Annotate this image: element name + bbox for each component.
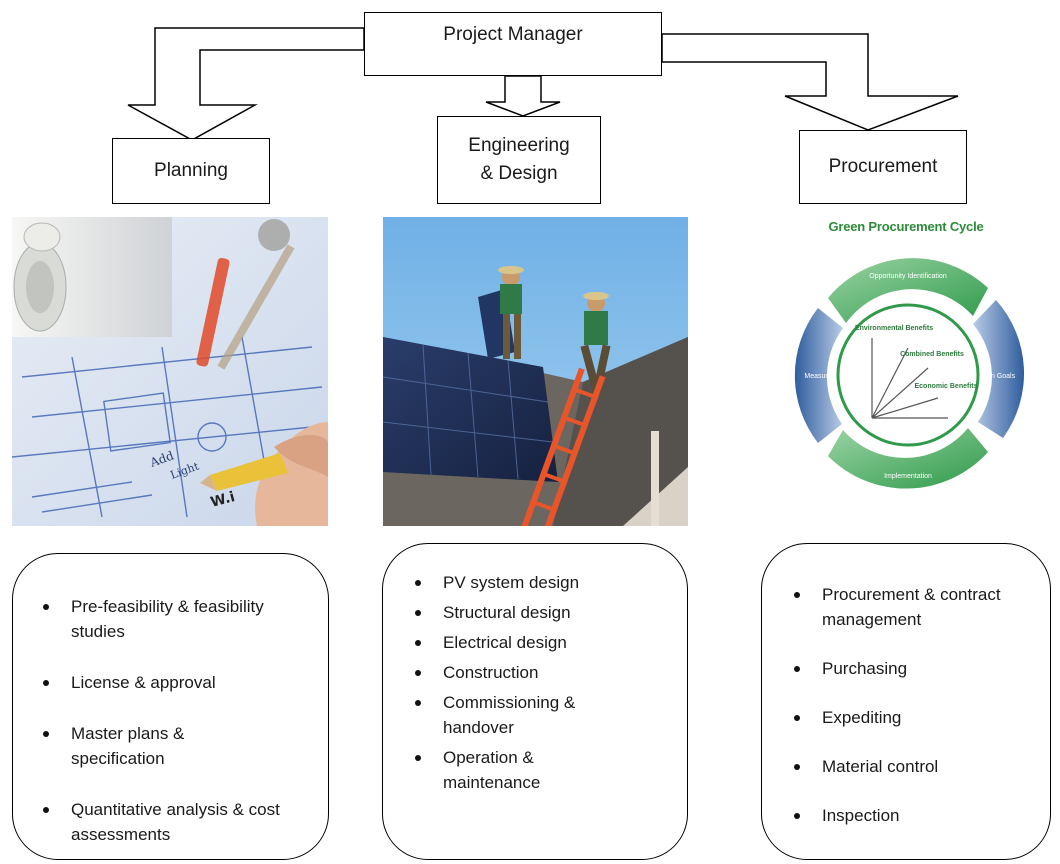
procurement-task-list: Procurement & contract management Purcha… <box>762 582 1050 828</box>
engineering-task-list: PV system design Structural design Elect… <box>383 570 687 795</box>
list-item: Quantitative analysis & cost assessments <box>13 797 328 847</box>
arrow-to-engineering <box>485 75 561 117</box>
arrow-to-procurement <box>661 33 959 131</box>
list-item: Operation & maintenance <box>383 745 687 795</box>
list-item: Inspection <box>762 803 1050 828</box>
project-manager-box: Project Manager <box>364 12 662 76</box>
list-item: Procurement & contract management <box>762 582 1050 632</box>
cycle-title: Green Procurement Cycle <box>828 219 984 234</box>
stage-measure: Measure <box>804 373 831 380</box>
project-manager-label: Project Manager <box>443 24 583 45</box>
stage-plan-goals: Plan Goals <box>981 373 1016 380</box>
planning-box: Planning <box>112 138 270 204</box>
center-label-environmental: Environmental Benefits <box>855 325 933 332</box>
arrow-to-planning <box>127 27 365 141</box>
list-item: License & approval <box>13 670 328 695</box>
list-item: PV system design <box>383 570 687 595</box>
center-label-economic: Economic Benefits <box>914 383 977 390</box>
planning-tasks-box: Pre-feasibility & feasibility studies Li… <box>12 553 329 860</box>
list-item: Purchasing <box>762 656 1050 681</box>
stage-implementation: Implementation <box>884 473 932 480</box>
list-item: Structural design <box>383 600 687 625</box>
planning-task-list: Pre-feasibility & feasibility studies Li… <box>13 594 328 847</box>
planning-label: Planning <box>154 160 228 181</box>
svg-text:W.i: W.i <box>209 489 237 511</box>
stage-opportunity: Opportunity Identification <box>869 273 947 280</box>
list-item: Electrical design <box>383 630 687 655</box>
list-item: Pre-feasibility & feasibility studies <box>13 594 328 644</box>
list-item: Construction <box>383 660 687 685</box>
list-item: Material control <box>762 754 1050 779</box>
engineering-box: Engineering & Design <box>437 116 601 204</box>
center-label-combined: Combined Benefits <box>900 351 964 358</box>
planning-photo: Add Light W.i <box>12 217 328 526</box>
procurement-tasks-box: Procurement & contract management Purcha… <box>761 543 1051 860</box>
connector-arrows <box>127 27 959 141</box>
engineering-tasks-box: PV system design Structural design Elect… <box>382 543 688 860</box>
list-item: Commissioning & handover <box>383 690 687 740</box>
list-item: Expediting <box>762 705 1050 730</box>
engineering-photo <box>383 217 688 526</box>
procurement-label: Procurement <box>828 156 938 177</box>
procurement-box: Procurement <box>799 130 967 204</box>
engineering-label: Engineering & Design <box>468 135 570 184</box>
procurement-cycle-graphic: Environmental Benefits Combined Benefits… <box>788 238 1024 500</box>
list-item: Master plans & specification <box>13 721 328 771</box>
